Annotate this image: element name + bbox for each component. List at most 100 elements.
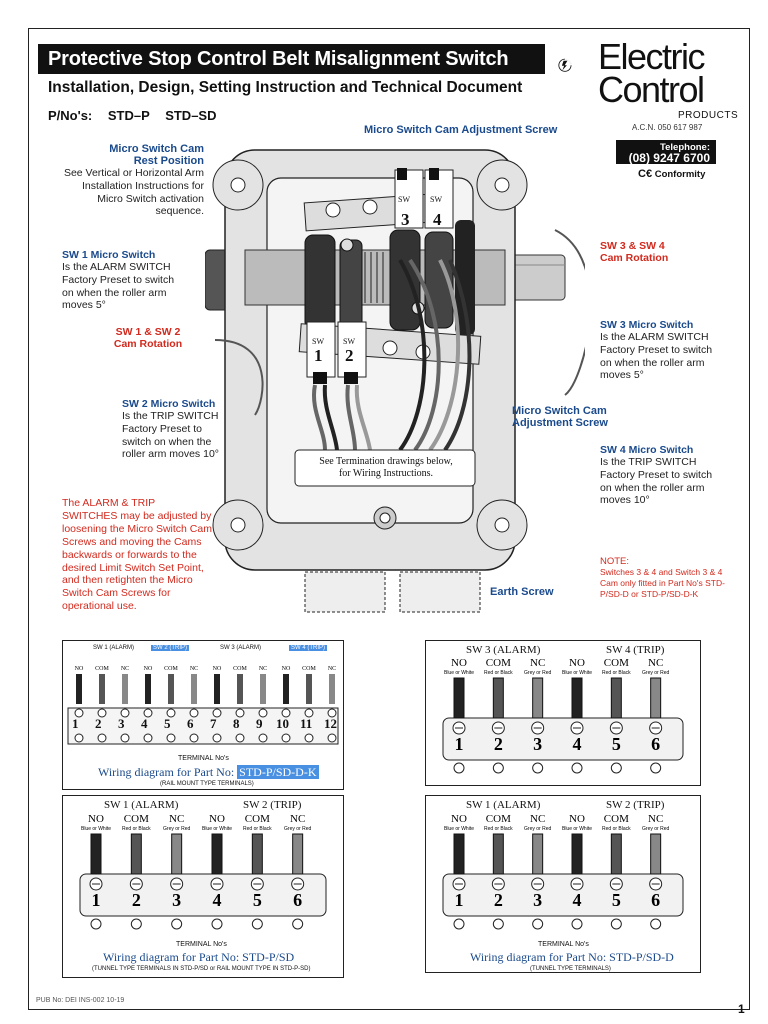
wire [283,674,289,704]
sw1-number: 1 [314,346,323,365]
note-title: NOTE: [600,556,630,567]
cam-rest-title-1: Micro Switch Cam [109,143,204,155]
terminal-screw-icon[interactable] [610,762,622,774]
termination-line-2: for Wiring Instructions. [338,468,434,479]
terminal-screw-icon[interactable] [166,733,176,743]
terminal-screw-icon[interactable] [492,762,504,774]
terminal-screw-icon[interactable] [97,733,107,743]
terminal-screw-icon[interactable] [120,708,130,718]
page-frame [28,28,750,1010]
terminal-screw-icon[interactable] [650,762,662,774]
sw12-rotation-1: SW 1 & SW 2 [115,326,181,338]
terminal-screw-icon[interactable] [212,708,222,718]
wire [532,677,544,719]
k-caption-prefix: Wiring diagram for Part No: [98,765,235,779]
terminal-screw-icon[interactable] [532,918,544,930]
wire-color-label: Blue or White [202,826,232,832]
terminal-screw-icon[interactable] [74,733,84,743]
terminal-number: 4 [573,734,582,754]
terminal-screw-icon[interactable] [212,733,222,743]
sw4-title: SW 4 Micro Switch [600,444,694,456]
terminal-screw-icon[interactable] [235,708,245,718]
k-caption: Wiring diagram for Part No: STD-P/SD-D-K [98,765,319,780]
terminal-screw-icon[interactable] [130,918,142,930]
terminal-screw-icon[interactable] [235,733,245,743]
wire [492,833,504,875]
document-subtitle: Installation, Design, Setting Instructio… [48,79,523,96]
terminal-screw-icon[interactable] [610,918,622,930]
wire-function-label: COM [486,813,511,825]
terminal-screw-icon[interactable] [211,918,223,930]
termination-line-1: See Termination drawings below, [319,456,453,467]
dtop-sw-right: SW 4 (TRIP) [606,644,665,656]
telephone-label: Telephone: [660,142,710,153]
terminal-screw-icon[interactable] [90,918,102,930]
terminal-screw-icon[interactable] [74,708,84,718]
terminal-screw-icon[interactable] [258,708,268,718]
terminal-number: 4 [213,890,222,910]
terminal-screw-icon[interactable] [143,733,153,743]
wire-color-label: Grey or Red [524,670,551,676]
wire-function-label: NC [259,666,267,672]
terminal-screw-icon[interactable] [251,918,263,930]
terminal-screw-icon[interactable] [453,918,465,930]
d-terminal-label: TERMINAL No's [538,941,589,948]
d-sw-right: SW 2 (TRIP) [606,799,665,811]
wire-function-label: NC [290,813,305,825]
logo-line-2: Control [598,69,705,110]
terminal-screw-icon[interactable] [327,708,337,718]
wire-color-label: Blue or White [81,826,111,832]
logo-products: PRODUCTS [678,110,739,121]
terminal-number: 3 [533,890,542,910]
sw1-title: SW 1 Micro Switch [62,249,156,261]
terminal-screw-icon[interactable] [571,918,583,930]
terminal-screw-icon[interactable] [650,918,662,930]
terminal-screw-icon[interactable] [189,708,199,718]
terminal-screw-icon[interactable] [292,918,304,930]
terminal-screw-icon[interactable] [281,708,291,718]
terminal-screw-icon[interactable] [120,733,130,743]
wire [260,674,266,704]
wire-function-label: COM [164,666,178,672]
wire-color-label: Grey or Red [642,826,669,832]
terminal-screw-icon[interactable] [304,733,314,743]
publication-number: PUB No: DEI INS-002 10-19 [36,997,125,1004]
sw3-desc: Is the ALARM SWITCH Factory Preset to sw… [600,331,713,382]
terminal-screw-icon[interactable] [166,708,176,718]
k-terminal-8: 8 [233,716,240,731]
wire-color-label: Blue or White [562,826,592,832]
terminal-screw-icon[interactable] [281,733,291,743]
terminal-screw-icon[interactable] [571,762,583,774]
terminal-number: 5 [253,890,262,910]
terminal-screw-icon[interactable] [532,762,544,774]
wire-function-label: NC [648,813,663,825]
terminal-screw-icon[interactable] [258,733,268,743]
terminal-screw-icon[interactable] [492,918,504,930]
wire-color-label: Grey or Red [524,826,551,832]
terminal-number: 6 [651,890,660,910]
k-terminal-9: 9 [256,716,263,731]
sw1-tag: SW [312,337,324,346]
wire [610,833,622,875]
wire-function-label: NO [209,813,225,825]
terminal-screw-icon[interactable] [189,733,199,743]
terminal-screw-icon[interactable] [304,708,314,718]
wire [329,674,335,704]
sw2-title: SW 2 Micro Switch [122,398,216,410]
terminal-screw-icon[interactable] [143,708,153,718]
terminal-screw-icon[interactable] [327,733,337,743]
document-title: Protective Stop Control Belt Misalignmen… [38,44,545,74]
wire-function-label: COM [95,666,109,672]
termination-note: See Termination drawings below, for Wiri… [296,456,476,480]
wire-function-label: COM [233,666,247,672]
terminal-screw-icon[interactable] [171,918,183,930]
pno-1: STD–P [107,108,150,123]
cam-rest-title-2: Rest Position [133,155,204,167]
wire [453,677,465,719]
telephone-box: Telephone: (08) 9247 6700 [616,140,716,164]
sd-sw-left: SW 1 (ALARM) [104,799,179,811]
terminal-screw-icon[interactable] [97,708,107,718]
terminal-screw-icon[interactable] [453,762,465,774]
